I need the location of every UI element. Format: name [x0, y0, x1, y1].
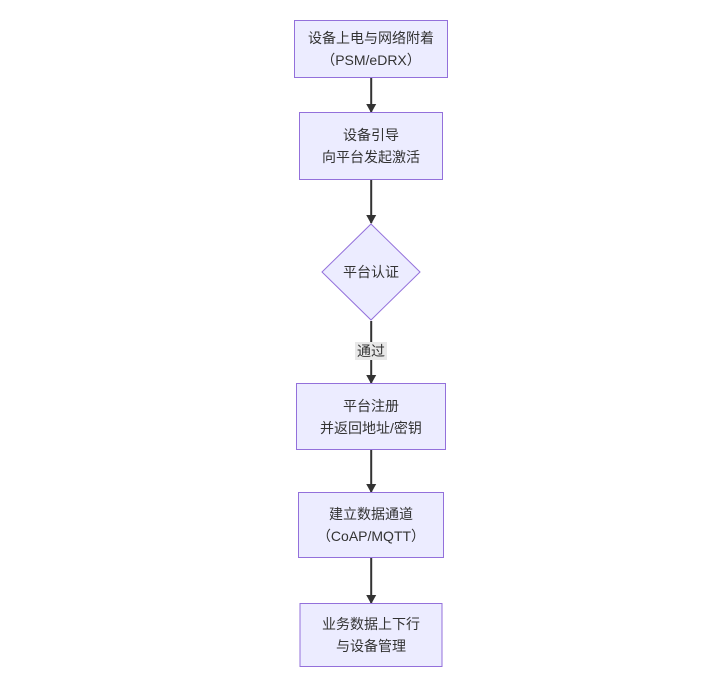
node-label-line: （PSM/eDRX）	[321, 52, 421, 68]
node-label-line: 业务数据上下行	[322, 616, 420, 632]
node-label-line: 向平台发起激活	[322, 149, 420, 165]
flow-arrow-b-c	[366, 180, 376, 224]
flow-arrow-e-f	[366, 558, 376, 604]
arrow-down-icon	[366, 484, 376, 493]
flow-arrow-a-b	[366, 78, 376, 113]
flow-node-platform-register: 平台注册 并返回地址/密钥	[296, 383, 446, 450]
node-label-line: 建立数据通道	[329, 506, 413, 522]
flow-node-power-network-attach: 设备上电与网络附着 （PSM/eDRX）	[294, 20, 448, 78]
arrow-down-icon	[366, 215, 376, 224]
node-label-line: 平台认证	[343, 264, 399, 280]
node-label-line: 与设备管理	[336, 638, 406, 654]
flow-node-platform-auth-decision: 平台认证	[321, 223, 421, 321]
diamond-shape	[321, 223, 421, 321]
arrow-down-icon	[366, 595, 376, 604]
node-label-line: 设备引导	[343, 127, 399, 143]
node-label-line: （CoAP/MQTT）	[316, 528, 426, 544]
flow-node-data-channel: 建立数据通道 （CoAP/MQTT）	[298, 492, 444, 558]
node-label-line: 平台注册	[343, 397, 399, 414]
flow-node-device-bootstrap: 设备引导 向平台发起激活	[299, 112, 443, 180]
flow-arrow-d-e	[366, 450, 376, 493]
edge-label-pass: 通过	[355, 342, 387, 360]
arrow-down-icon	[366, 104, 376, 113]
flow-node-business-data: 业务数据上下行 与设备管理	[299, 603, 443, 667]
arrow-down-icon	[366, 375, 376, 384]
node-label-line: 并返回地址/密钥	[320, 419, 422, 436]
node-label-line: 设备上电与网络附着	[308, 30, 434, 46]
